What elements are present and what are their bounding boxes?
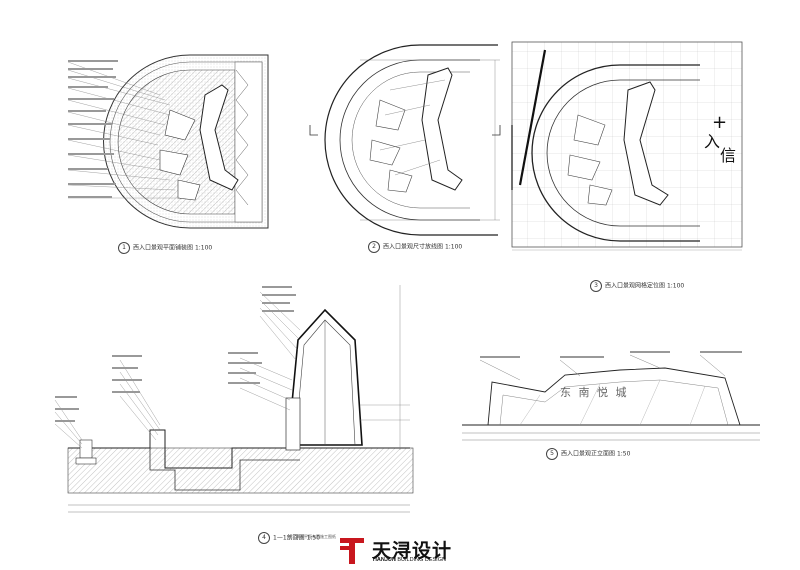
view-number-3: 3 <box>590 280 602 292</box>
logo-english-name: TIANJUN BUILDING DESIGN <box>372 557 446 563</box>
view-scale-4: 1:50 <box>306 534 321 542</box>
view-2-setting-out-plan <box>309 44 501 236</box>
view-1-paving-plan <box>67 54 269 229</box>
view-scale-1: 1:100 <box>194 244 213 252</box>
company-logo: 天浔设计 TIANJUN BUILDING DESIGN <box>340 538 480 566</box>
drawing-note: 注：景观平面布置施工图纸 <box>288 534 336 539</box>
view-scale-5: 1:50 <box>616 450 631 458</box>
logo-english-bold: TIANJUN <box>372 557 396 563</box>
view-label-5: 西入口景观正立面图 <box>561 450 616 458</box>
view-label-4: 1—1剖面图 <box>273 534 305 542</box>
view-scale-2: 1:100 <box>444 243 463 251</box>
view-4-section <box>54 285 414 513</box>
view-label-3: 西入口景观网格定位图 <box>605 282 666 290</box>
view-number-5: 5 <box>546 448 558 460</box>
logo-chinese-name: 天浔设计 <box>372 540 453 562</box>
view-3-grid-plan <box>511 41 743 251</box>
view-number-2: 2 <box>368 241 380 253</box>
side-glyph-plus: + <box>712 112 728 133</box>
view-scale-3: 1:100 <box>666 282 685 290</box>
view-5-elevation <box>462 351 760 441</box>
side-glyph-ru: 入 <box>704 132 721 151</box>
elevation-signage-text: 东 南 悦 城 <box>560 386 629 399</box>
logo-mark <box>340 538 364 564</box>
logo-english-rest: BUILDING DESIGN <box>395 557 446 563</box>
view-label-1: 西入口景观平面铺装图 <box>133 244 194 252</box>
side-glyph-xin: 信 <box>720 146 737 165</box>
view-number-4: 4 <box>258 532 270 544</box>
view-number-1: 1 <box>118 242 130 254</box>
view-label-2: 西入口景观尺寸放线图 <box>383 243 444 251</box>
